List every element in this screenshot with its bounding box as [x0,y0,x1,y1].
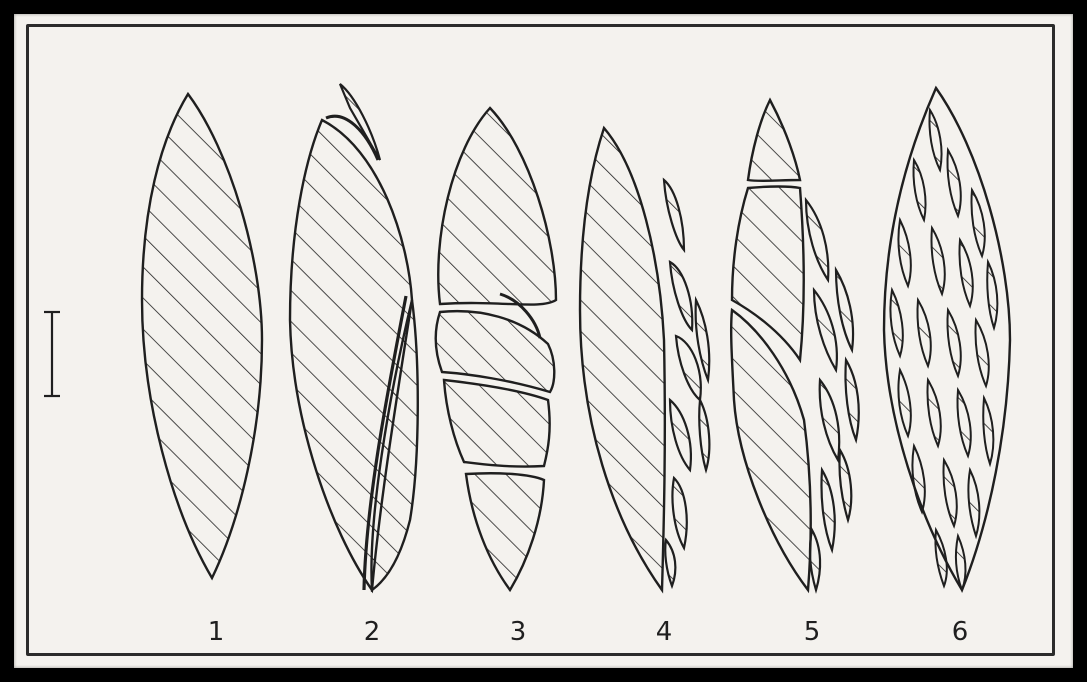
panel-label-2: 2 [364,617,381,647]
panel-label-4: 4 [656,617,673,647]
panel-label-6: 6 [952,617,969,647]
lens-6 [884,88,1010,590]
panel-label-3: 3 [510,617,527,647]
scale-bar [44,312,60,396]
panel-label-1: 1 [208,617,225,647]
panel-labels: 1 2 3 4 5 6 [208,617,969,647]
panel-label-5: 5 [804,617,821,647]
lens-2 [290,84,418,590]
lens-5 [731,100,859,590]
lens-3 [436,108,556,590]
lens-1 [142,94,262,578]
lens-4 [580,128,709,590]
